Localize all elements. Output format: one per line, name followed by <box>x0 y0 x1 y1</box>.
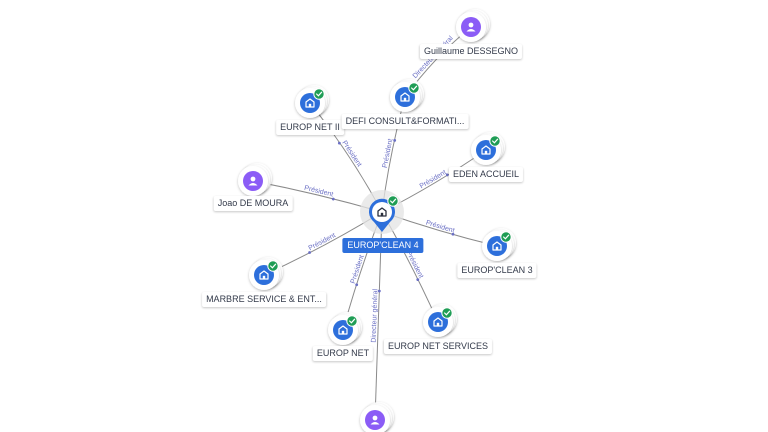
edge-label: Président <box>303 185 333 199</box>
edge-label: Président <box>419 169 448 190</box>
edge-label: Président <box>308 232 337 252</box>
verified-check-icon <box>500 231 512 243</box>
edge-direction-marker <box>393 138 397 142</box>
edge-direction-marker <box>451 232 455 236</box>
nodes-layer <box>238 9 516 432</box>
person-icon <box>370 415 380 425</box>
person-node[interactable] <box>456 9 490 42</box>
edge-label: Président <box>350 254 366 284</box>
verified-check-icon <box>346 315 358 327</box>
edge-direction-marker <box>445 173 449 177</box>
company-node[interactable] <box>482 228 516 261</box>
central-company-node[interactable] <box>360 190 404 234</box>
company-node[interactable] <box>390 79 424 112</box>
verified-check-icon <box>267 260 279 272</box>
edge-direction-marker <box>355 283 359 287</box>
verified-check-icon <box>313 88 325 100</box>
edge-label: Président <box>382 138 395 168</box>
building-icon <box>492 241 502 251</box>
building-icon <box>433 317 443 327</box>
edge-direction-marker <box>377 289 381 293</box>
node-label[interactable]: EUROP NET SERVICES <box>383 339 493 354</box>
company-node[interactable] <box>328 312 362 345</box>
edge-label: Président <box>425 220 455 235</box>
building-icon <box>481 145 491 155</box>
node-label[interactable]: EDEN ACCUEIL <box>448 167 524 182</box>
node-label[interactable]: MARBRE SERVICE & ENT... <box>202 292 326 307</box>
edge-label: Président <box>405 250 425 280</box>
verified-check-icon <box>408 82 420 94</box>
building-icon <box>259 270 269 280</box>
node-label[interactable]: DEFI CONSULT&FORMATI... <box>341 114 469 129</box>
person-node[interactable] <box>238 163 272 196</box>
verified-check-icon <box>489 135 501 147</box>
node-label[interactable]: EUROP NET <box>312 346 374 361</box>
edge-direction-marker <box>337 141 341 145</box>
verified-check-icon <box>387 195 399 207</box>
verified-check-icon <box>441 307 453 319</box>
person-node[interactable] <box>360 402 394 432</box>
building-icon <box>377 207 387 217</box>
node-label[interactable]: EUROP NET II <box>276 120 344 135</box>
building-icon <box>400 92 410 102</box>
person-icon <box>466 22 476 32</box>
node-label[interactable]: EUROP'CLEAN 3 <box>457 263 537 278</box>
node-label[interactable]: Joao DE MOURA <box>213 196 293 211</box>
edge-label: Directeur général <box>371 288 380 342</box>
central-node-label[interactable]: EUROP'CLEAN 4 <box>342 238 424 253</box>
edge-direction-marker <box>308 251 311 254</box>
person-icon <box>248 176 258 186</box>
building-icon <box>338 325 348 335</box>
edge-direction-marker <box>416 278 420 282</box>
company-node[interactable] <box>295 85 329 118</box>
edge-label: Président <box>340 140 362 169</box>
edge-direction-marker <box>331 197 335 201</box>
building-icon <box>305 98 315 108</box>
company-node[interactable] <box>423 304 457 337</box>
edge-n10-c <box>374 211 383 421</box>
company-node[interactable] <box>249 257 283 290</box>
node-label[interactable]: Guillaume DESSEGNO <box>419 44 523 59</box>
company-node[interactable] <box>471 132 505 165</box>
